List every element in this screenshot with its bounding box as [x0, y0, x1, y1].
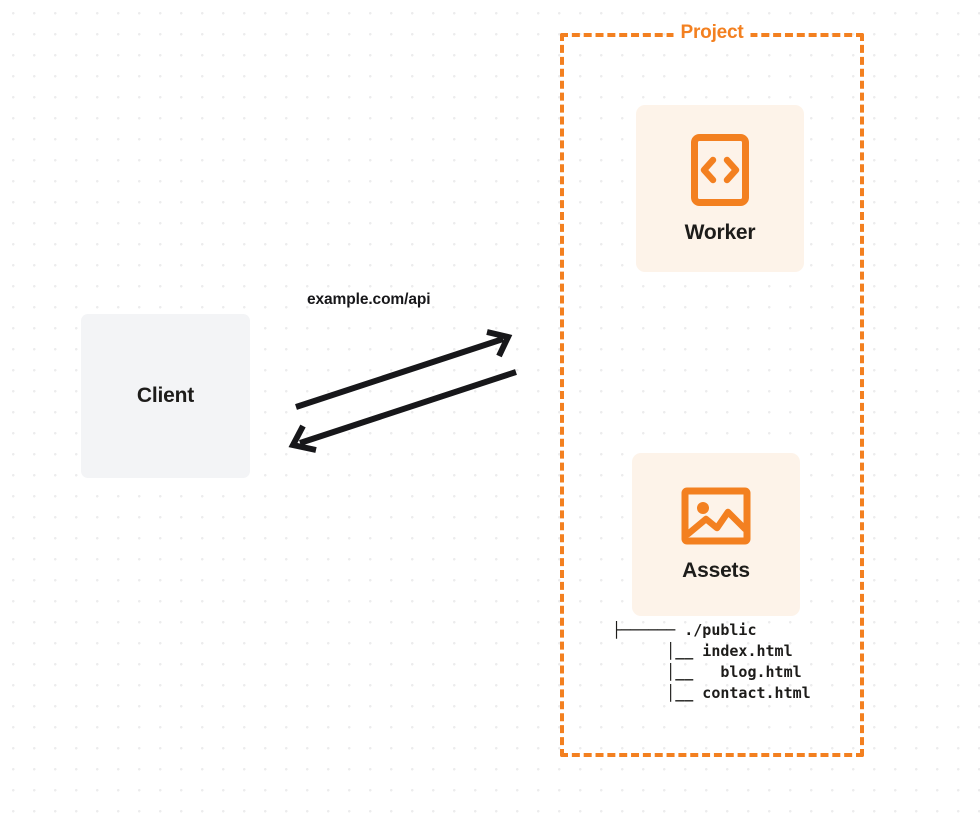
assets-label: Assets [682, 558, 750, 582]
response-arrow-line [299, 369, 517, 446]
request-arrow-head [486, 329, 513, 358]
worker-label: Worker [684, 220, 756, 244]
assets-file-tree: ├────── ./public │__ index.html │__ blog… [612, 621, 811, 702]
worker-card[interactable]: Worker [636, 105, 804, 272]
response-arrow-head [288, 424, 317, 453]
image-landscape-icon [681, 487, 751, 545]
request-arrow-line [295, 336, 504, 410]
client-label: Client [136, 384, 195, 407]
client-node[interactable]: Client [81, 314, 250, 478]
project-title: Project [673, 22, 751, 44]
assets-card[interactable]: Assets [632, 453, 800, 616]
project-container: Project Worker Assets [560, 22, 864, 757]
connection-label: example.com/api [307, 291, 431, 308]
code-brackets-icon [690, 133, 750, 207]
